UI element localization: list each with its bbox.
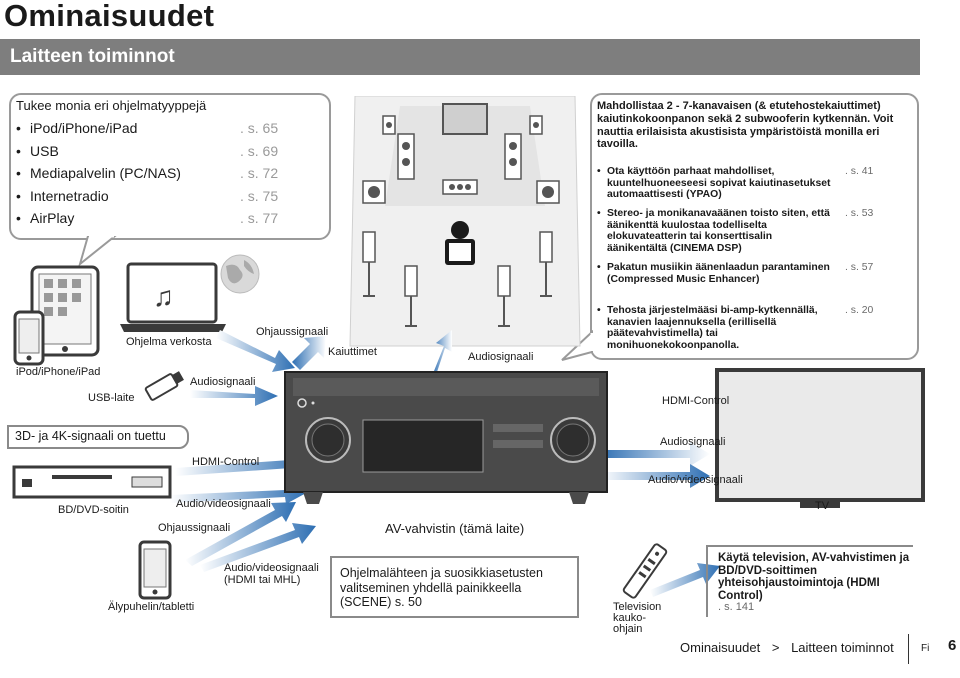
arrow-audio-out	[432, 330, 452, 378]
arrow-bd-av	[170, 482, 308, 504]
features-bubble	[590, 93, 919, 360]
arrow-control-signal	[216, 330, 295, 372]
audio-signal-tv-label: Audiosignaali	[660, 436, 726, 448]
control-signal-label: Ohjaussignaali	[256, 326, 329, 338]
receiver-icon	[284, 371, 608, 504]
arrow-phone-control	[185, 502, 296, 566]
av-signal-hdmi-label: Audio/videosignaali (HDMI tai MHL)	[224, 562, 319, 586]
bd-player-icon	[12, 465, 172, 499]
av-signal-tv-label: Audio/videosignaali	[648, 474, 743, 486]
breadcrumb-item[interactable]: Laitteen toiminnot	[791, 640, 894, 655]
svg-text:♫: ♫	[153, 281, 174, 312]
remote-icon	[622, 543, 668, 599]
ipod-label: iPod/iPhone/iPad	[16, 366, 101, 378]
audio-signal-label-2: Audiosignaali	[190, 376, 256, 388]
program-network-label: Ohjelma verkosta	[126, 336, 212, 348]
arrow-usb-audio	[190, 386, 278, 406]
tv-screen-icon	[442, 103, 488, 135]
arrow-bd-hdmi	[175, 452, 312, 476]
speaker-icon	[497, 265, 511, 327]
center-speaker-icon	[442, 179, 478, 195]
language-code: Fi	[921, 643, 930, 654]
speakers-label: Kaiuttimet	[328, 346, 377, 358]
speaker-icon	[404, 265, 418, 327]
subwoofer-icon	[362, 180, 386, 204]
hdmi-control-bd-label: HDMI-Control	[192, 456, 260, 468]
subwoofer-icon	[536, 180, 560, 204]
usb-stick-icon	[144, 371, 184, 401]
section-band: Laitteen toiminnot	[0, 39, 920, 75]
av-signal-bd-label: Audio/videosignaali	[176, 498, 271, 510]
scene-note: Ohjelmalähteen ja suosikkiasetusten vali…	[330, 556, 579, 618]
speaker-icon	[382, 115, 396, 135]
speaker-icon	[397, 133, 415, 180]
audio-signal-label: Audiosignaali	[468, 351, 534, 363]
speaker-icon	[362, 231, 376, 297]
platforms-list: Tukee monia eri ohjelmatyyppejä •iPod/iP…	[16, 97, 278, 230]
tv-icon	[715, 368, 925, 508]
feature-item: • Stereo- ja monikanavaäänen toisto site…	[597, 208, 874, 254]
list-item: •iPod/iPhone/iPad. s. 65	[16, 120, 279, 136]
smartphone-icon	[138, 540, 172, 600]
globe-icon	[220, 254, 260, 294]
list-item: •Mediapalvelin (PC/NAS). s. 72	[16, 165, 279, 181]
tablet-icon	[30, 265, 100, 357]
bd-player-label: BD/DVD-soitin	[58, 504, 129, 516]
3d-4k-badge: 3D- ja 4K-signaali on tuettu	[7, 425, 189, 449]
section-title: Laitteen toiminnot	[10, 46, 175, 67]
listener-icon	[445, 221, 475, 265]
feature-item: • Pakatun musiikin äänenlaadun parantami…	[597, 262, 874, 285]
page-title: Ominaisuudet	[4, 0, 215, 33]
arrow-tv-av	[600, 464, 710, 488]
hdmi-note: Käytä television, AV-vahvistimen ja BD/D…	[706, 545, 913, 617]
arrow-tv-audio	[600, 442, 710, 466]
speaker-icon	[504, 133, 522, 180]
laptop-icon: ♫	[120, 262, 226, 332]
arrow-speakers	[292, 336, 326, 370]
tv-label: TV	[815, 500, 830, 512]
features-intro: Mahdollistaa 2 - 7-kanavaisen (& etuteho…	[597, 100, 894, 151]
breadcrumb-separator: >	[771, 640, 780, 655]
breadcrumb-item[interactable]: Ominaisuudet	[680, 640, 761, 655]
platforms-bubble-tail	[78, 236, 117, 266]
usb-device-label: USB-laite	[88, 392, 135, 404]
phone-icon	[13, 310, 45, 366]
speaker-icon	[529, 115, 543, 135]
list-item: •Internetradio. s. 75	[16, 187, 279, 204]
arrow-phone-hdmi	[200, 523, 316, 572]
breadcrumb: Ominaisuudet > Laitteen toiminnot	[680, 640, 894, 655]
features-list: • Ota käyttöön parhaat mahdolliset, kuun…	[597, 166, 874, 356]
feature-item: • Tehosta järjestelmääsi bi-amp-kytkennä…	[597, 305, 874, 351]
smartphone-label: Älypuhelin/tabletti	[108, 601, 195, 613]
platforms-heading: Tukee monia eri ohjelmatyyppejä	[16, 98, 207, 113]
footer-divider	[908, 634, 909, 664]
list-item: •USB. s. 69	[16, 142, 279, 159]
platforms-bubble	[9, 93, 331, 240]
hdmi-control-tv-label: HDMI-Control	[662, 395, 730, 407]
speaker-room	[349, 96, 581, 347]
speaker-icon	[539, 231, 553, 297]
feature-item: • Ota käyttöön parhaat mahdolliset, kuun…	[597, 166, 874, 200]
page-number: 6	[948, 637, 957, 654]
list-item: •AirPlay. s. 77	[16, 210, 279, 226]
remote-label: Television kauko-ohjain	[613, 601, 662, 635]
arrow-remote	[650, 563, 720, 597]
amplifier-label: AV-vahvistin (tämä laite)	[385, 521, 525, 536]
control-signal-label-2: Ohjaussignaali	[158, 522, 231, 534]
